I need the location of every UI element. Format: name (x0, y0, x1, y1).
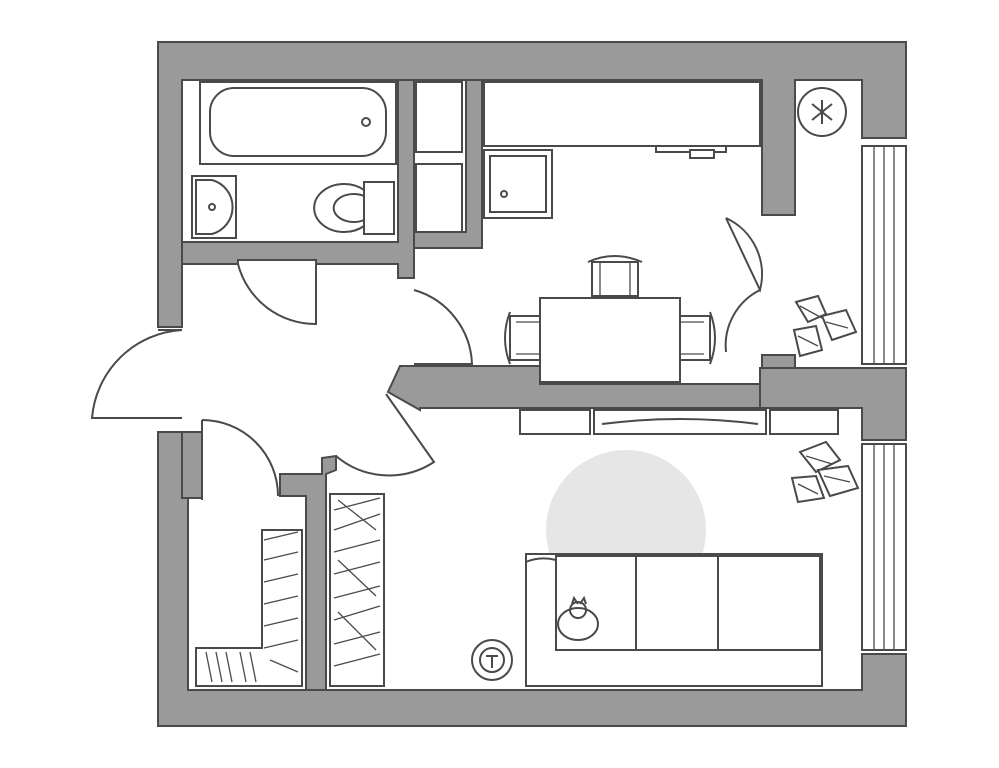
plant-icon-kitchen (792, 294, 858, 358)
plant-icon-living (790, 440, 860, 504)
doors (90, 217, 763, 500)
door-balcony[interactable] (724, 217, 763, 353)
closet-wall (413, 79, 483, 249)
tv-unit (519, 409, 839, 435)
door-kitchen[interactable] (413, 289, 474, 365)
sink-icon (191, 175, 237, 239)
wardrobe-icon-hall (329, 493, 385, 687)
chair-icon-right (679, 311, 716, 365)
door-bathroom[interactable] (237, 263, 317, 326)
outer-wall-left-lower (157, 431, 907, 727)
windows (861, 145, 907, 651)
dining-table-icon (539, 297, 681, 383)
wardrobe-wall (279, 454, 337, 691)
chair-icon-top (587, 255, 643, 297)
door-entrance[interactable] (90, 329, 183, 419)
kitchen-counter (483, 81, 761, 147)
bathtub-icon (199, 81, 397, 165)
hall-wall (181, 431, 203, 499)
door-wardrobe[interactable] (201, 419, 279, 500)
window-living-room (861, 443, 907, 651)
walls (157, 41, 907, 727)
toilet-icon (313, 181, 395, 235)
kitchen-wall-stub (761, 354, 796, 369)
plant-icon-corner (797, 87, 847, 137)
chair-icon-left (504, 311, 541, 365)
window-kitchen (861, 145, 907, 365)
robot-vacuum-icon (471, 639, 513, 681)
closet-shelves (415, 81, 463, 233)
shower-tray-icon (483, 149, 553, 219)
outer-wall (157, 41, 907, 328)
cat-icon (557, 595, 599, 641)
wardrobe-icon-closet (195, 529, 303, 687)
door-living-room[interactable] (335, 393, 436, 477)
